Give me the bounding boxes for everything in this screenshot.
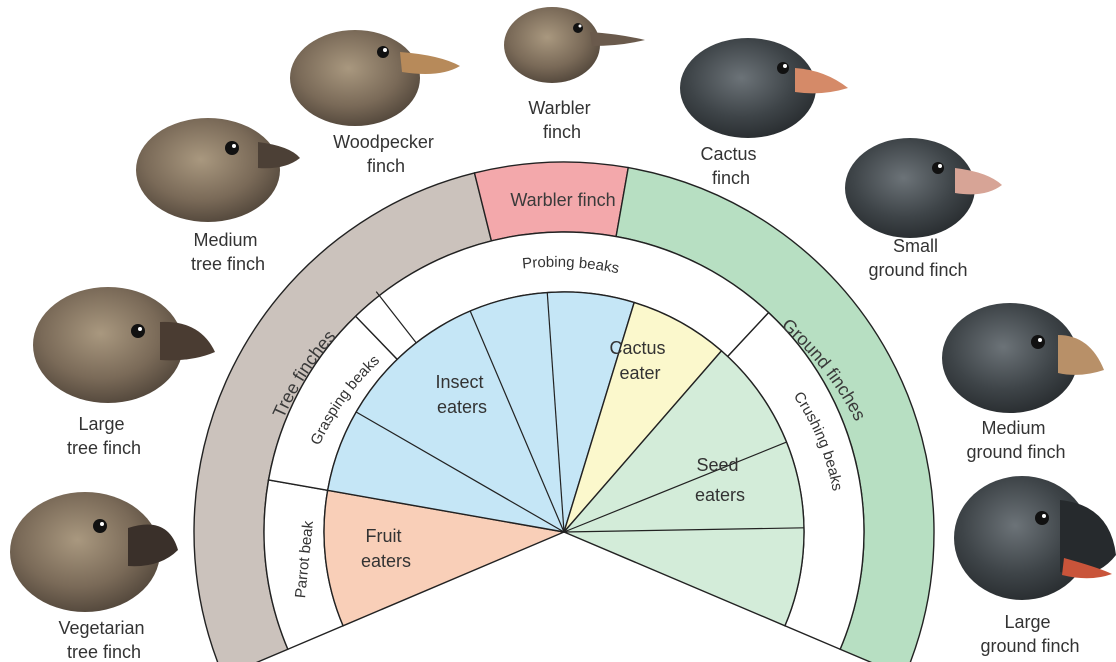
- warbler-finch-image: [504, 7, 645, 83]
- large-tree-finch-image: [33, 287, 215, 403]
- woodpecker-finch-image: [290, 30, 460, 126]
- large-ground-finch-image: [954, 476, 1116, 600]
- medium-ground-finch-label: Medium ground finch: [966, 418, 1065, 462]
- medium-ground-finch-image: [942, 303, 1104, 413]
- cactus-finch-label: Cactus finch: [700, 144, 761, 188]
- medium-tree-finch-label: Medium tree finch: [191, 230, 265, 274]
- large-ground-finch-label: Large ground finch: [980, 612, 1079, 656]
- warbler-finch-group-label: Warbler finch: [510, 190, 615, 210]
- cactus-finch-image: [680, 38, 848, 138]
- medium-tree-finch-image: [136, 118, 300, 222]
- woodpecker-finch-label: Woodpecker finch: [333, 132, 439, 176]
- warbler-finch-label: Warbler finch: [528, 98, 595, 142]
- small-ground-finch-label: Small ground finch: [868, 236, 967, 280]
- large-tree-finch-label: Large tree finch: [67, 414, 141, 458]
- vegetarian-tree-finch-label: Vegetarian tree finch: [58, 618, 149, 662]
- vegetarian-tree-finch-image: [10, 492, 178, 612]
- small-ground-finch-image: [845, 138, 1002, 238]
